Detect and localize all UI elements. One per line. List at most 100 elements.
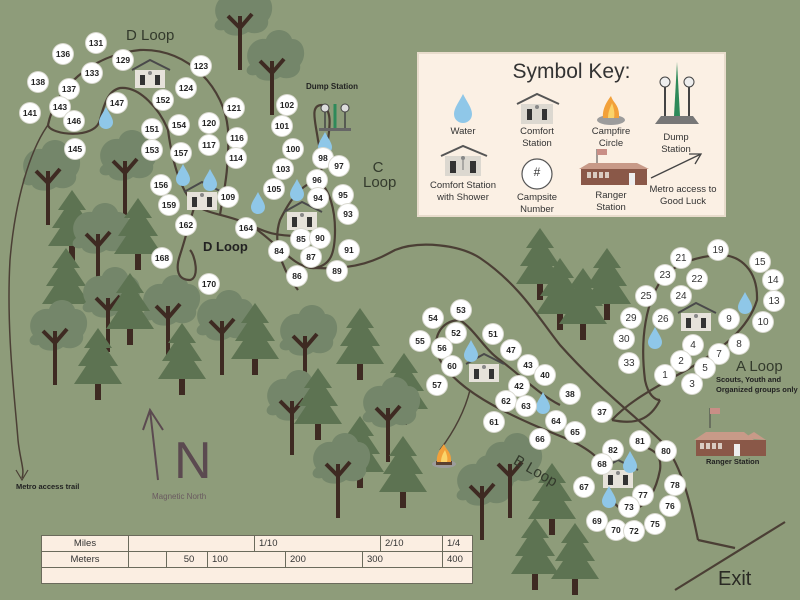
campsite-marker[interactable]: 43 [518,355,538,375]
campsite-marker[interactable]: 80 [656,441,676,461]
campsite-marker[interactable]: 124 [176,78,196,98]
campsite-marker[interactable]: 101 [272,116,292,136]
campsite-marker[interactable]: 145 [65,139,85,159]
campsite-marker[interactable]: 162 [176,215,196,235]
campsite-marker[interactable]: 96 [307,170,327,190]
campsite-marker[interactable]: 67 [574,477,594,497]
campsite-marker[interactable]: 90 [310,228,330,248]
campsite-marker[interactable]: 86 [287,266,307,286]
campsite-marker[interactable]: 81 [630,431,650,451]
campsite-marker[interactable]: 157 [171,143,191,163]
campsite-marker[interactable]: 69 [587,511,607,531]
campsite-marker[interactable]: 65 [565,422,585,442]
campsite-marker[interactable]: 21 [671,248,691,268]
campsite-marker[interactable]: 29 [621,308,641,328]
campsite-marker[interactable]: 131 [86,33,106,53]
campsite-marker[interactable]: 100 [283,139,303,159]
campsite-marker[interactable]: 54 [423,308,443,328]
campsite-marker[interactable]: 143 [50,97,70,117]
campsite-marker[interactable]: 1 [655,365,675,385]
campsite-marker[interactable]: 89 [327,261,347,281]
campsite-marker[interactable]: 70 [606,520,626,540]
campsite-marker[interactable]: 94 [308,188,328,208]
campsite-marker[interactable]: 116 [227,128,247,148]
campsite-marker[interactable]: 2 [671,351,691,371]
campsite-marker[interactable]: 152 [153,90,173,110]
campsite-marker[interactable]: 154 [169,115,189,135]
campsite-marker[interactable]: 75 [645,514,665,534]
campsite-marker[interactable]: 3 [682,374,702,394]
campsite-marker[interactable]: 33 [619,353,639,373]
campsite-marker[interactable]: 14 [763,270,783,290]
campsite-marker[interactable]: 105 [264,179,284,199]
campsite-marker[interactable]: 109 [218,187,238,207]
campsite-marker[interactable]: 13 [764,291,784,311]
campsite-marker[interactable]: 136 [53,44,73,64]
campsite-marker[interactable]: 123 [191,56,211,76]
campsite-marker[interactable]: 40 [535,365,555,385]
campsite-marker[interactable]: 98 [313,148,333,168]
campsite-marker[interactable]: 138 [28,72,48,92]
campsite-marker[interactable]: 85 [291,229,311,249]
campsite-marker[interactable]: 60 [442,356,462,376]
campsite-marker[interactable]: 103 [273,159,293,179]
campsite-marker[interactable]: 23 [655,265,675,285]
campsite-marker[interactable]: 97 [329,156,349,176]
campsite-marker[interactable]: 19 [708,240,728,260]
campsite-marker[interactable]: 15 [750,252,770,272]
campsite-marker[interactable]: 5 [695,358,715,378]
campsite-marker[interactable]: 10 [753,312,773,332]
campsite-marker[interactable]: 141 [20,103,40,123]
campsite-marker[interactable]: 147 [107,93,127,113]
campsite-marker[interactable]: 153 [142,140,162,160]
campsite-marker[interactable]: 25 [636,286,656,306]
campsite-marker[interactable]: 68 [592,454,612,474]
campsite-marker[interactable]: 57 [427,375,447,395]
campsite-marker[interactable]: 146 [64,111,84,131]
campsite-marker[interactable]: 62 [496,391,516,411]
campsite-marker[interactable]: 66 [530,429,550,449]
campsite-marker[interactable]: 78 [665,475,685,495]
campsite-marker[interactable]: 164 [236,218,256,238]
campsite-marker[interactable]: 87 [301,247,321,267]
campsite-marker[interactable]: 137 [59,79,79,99]
campsite-marker[interactable]: 7 [709,344,729,364]
campsite-marker[interactable]: 73 [619,497,639,517]
campsite-marker[interactable]: 61 [484,412,504,432]
campsite-marker[interactable]: 151 [142,119,162,139]
campsite-marker[interactable]: 120 [199,113,219,133]
campsite-marker[interactable]: 42 [509,376,529,396]
campsite-marker[interactable]: 55 [410,331,430,351]
campsite-marker[interactable]: 72 [624,521,644,541]
campsite-marker[interactable]: 26 [653,309,673,329]
campsite-marker[interactable]: 8 [729,334,749,354]
campsite-marker[interactable]: 22 [687,269,707,289]
campsite-marker[interactable]: 168 [152,248,172,268]
campsite-marker[interactable]: 9 [719,309,739,329]
campsite-marker[interactable]: 52 [446,323,466,343]
campsite-marker[interactable]: 47 [501,340,521,360]
campsite-marker[interactable]: 156 [151,175,171,195]
campsite-marker[interactable]: 133 [82,63,102,83]
campsite-marker[interactable]: 77 [633,485,653,505]
campsite-marker[interactable]: 63 [516,396,536,416]
campsite-marker[interactable]: 117 [199,135,219,155]
campsite-marker[interactable]: 102 [277,95,297,115]
campsite-marker[interactable]: 114 [226,148,246,168]
campsite-marker[interactable]: 56 [432,338,452,358]
campsite-marker[interactable]: 24 [671,286,691,306]
campsite-marker[interactable]: 93 [338,204,358,224]
campsite-marker[interactable]: 121 [224,98,244,118]
campsite-marker[interactable]: 37 [592,402,612,422]
campsite-marker[interactable]: 64 [546,411,566,431]
campsite-marker[interactable]: 129 [113,50,133,70]
campsite-marker[interactable]: 38 [560,384,580,404]
campsite-marker[interactable]: 76 [660,496,680,516]
campsite-marker[interactable]: 53 [451,300,471,320]
campsite-marker[interactable]: 91 [339,240,359,260]
campsite-marker[interactable]: 51 [483,324,503,344]
campsite-marker[interactable]: 30 [614,329,634,349]
campsite-marker[interactable]: 170 [199,274,219,294]
campsite-marker[interactable]: 159 [159,195,179,215]
